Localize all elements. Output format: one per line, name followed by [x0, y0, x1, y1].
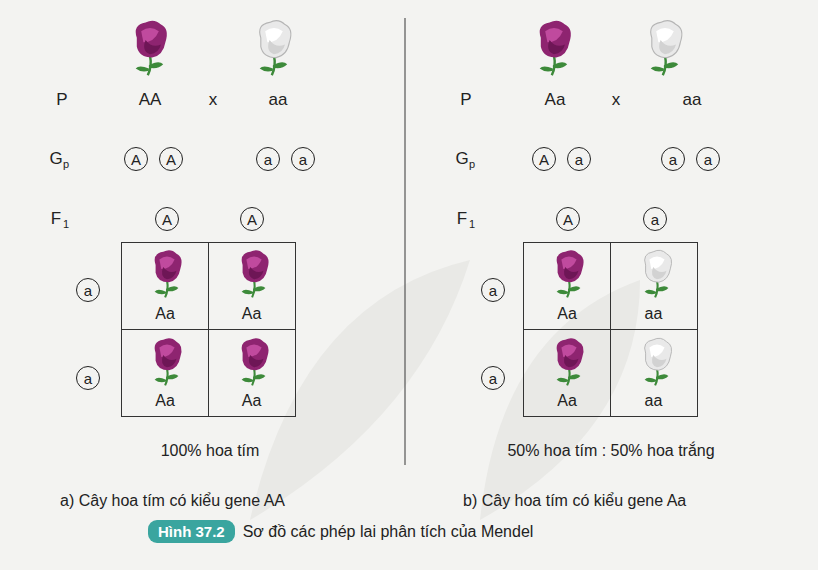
- allele-text: a: [84, 282, 92, 299]
- gamete-circle: A: [159, 147, 183, 171]
- punnett-cell: Aa: [523, 329, 611, 417]
- allele-text: a: [84, 370, 92, 387]
- allele-text: a: [264, 151, 272, 168]
- generation-label: G: [49, 150, 62, 169]
- generation-sub: 1: [469, 218, 475, 230]
- genotype: AA: [139, 91, 162, 110]
- punnett-cell: Aa: [523, 242, 611, 330]
- allele-text: A: [131, 151, 141, 168]
- allele-text: A: [539, 151, 549, 168]
- ratio-text: 50% hoa tím : 50% hoa trắng: [507, 442, 714, 460]
- punnett-cell: Aa: [121, 242, 209, 330]
- gamete-circle: A: [155, 207, 179, 231]
- allele-text: A: [162, 211, 172, 228]
- cross-sign: x: [209, 91, 218, 110]
- punnett-cell: Aa: [121, 329, 209, 417]
- allele-text: A: [166, 151, 176, 168]
- generation-label: G: [455, 150, 468, 169]
- allele-text: a: [704, 151, 712, 168]
- gamete-circle: a: [256, 147, 280, 171]
- allele-text: a: [651, 211, 659, 228]
- allele-text: a: [489, 282, 497, 299]
- punnett-cell: Aa: [208, 329, 296, 417]
- generation-label: P: [56, 91, 67, 110]
- punnett-cell: Aa: [208, 242, 296, 330]
- genotype-text: Aa: [155, 392, 175, 410]
- figure-tag: Hình 37.2: [148, 520, 235, 543]
- generation-sub: p: [63, 158, 69, 170]
- generation-label: F: [457, 210, 467, 229]
- ratio-text: 100% hoa tím: [161, 442, 260, 460]
- genotype: aa: [269, 91, 288, 110]
- gamete-circle: A: [556, 207, 580, 231]
- gamete-circle: A: [240, 207, 264, 231]
- genotype: aa: [683, 91, 702, 110]
- panel-caption: b) Cây hoa tím có kiểu gene Aa: [463, 492, 686, 510]
- gamete-circle: a: [643, 207, 667, 231]
- generation-sub: 1: [63, 218, 69, 230]
- gamete-circle: a: [661, 147, 685, 171]
- allele-text: a: [299, 151, 307, 168]
- generation-label: F: [51, 210, 61, 229]
- generation-label: P: [460, 91, 471, 110]
- genotype-text: Aa: [155, 305, 175, 323]
- gamete-circle: a: [481, 366, 505, 390]
- genotype-text: Aa: [242, 392, 262, 410]
- gamete-circle: A: [532, 147, 556, 171]
- gamete-circle: a: [696, 147, 720, 171]
- genotype-text: aa: [645, 392, 663, 410]
- gamete-circle: a: [76, 278, 100, 302]
- allele-text: A: [563, 211, 573, 228]
- generation-sub: p: [469, 158, 475, 170]
- figure-number: Hình 37.2: [158, 523, 225, 540]
- gamete-circle: a: [76, 366, 100, 390]
- genotype-text: Aa: [557, 392, 577, 410]
- allele-text: A: [247, 211, 257, 228]
- allele-text: a: [489, 370, 497, 387]
- figure-caption: Sơ đồ các phép lai phân tích của Mendel: [243, 523, 534, 541]
- cross-sign: x: [612, 91, 621, 110]
- gamete-circle: a: [481, 278, 505, 302]
- punnett-cell: aa: [610, 329, 698, 417]
- allele-text: a: [669, 151, 677, 168]
- genotype-text: aa: [645, 305, 663, 323]
- genotype-text: Aa: [242, 305, 262, 323]
- gamete-circle: a: [567, 147, 591, 171]
- gamete-circle: A: [124, 147, 148, 171]
- punnett-cell: aa: [610, 242, 698, 330]
- gamete-circle: a: [291, 147, 315, 171]
- panel-caption: a) Cây hoa tím có kiểu gene AA: [60, 492, 285, 510]
- genotype-text: Aa: [557, 305, 577, 323]
- allele-text: a: [575, 151, 583, 168]
- genotype: Aa: [545, 91, 566, 110]
